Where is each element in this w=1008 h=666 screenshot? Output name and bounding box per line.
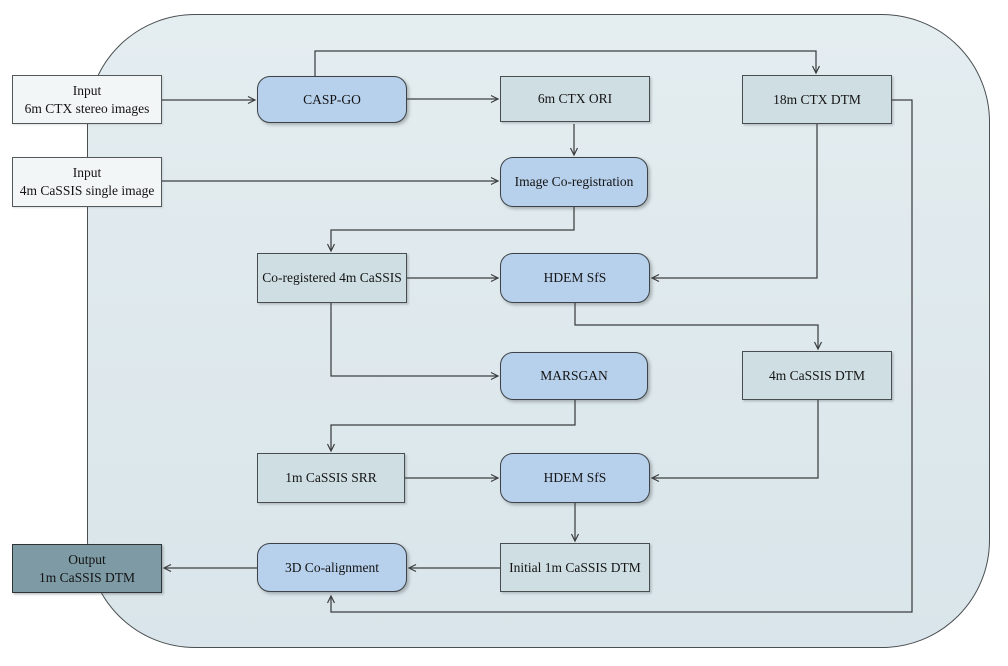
edge-ctxdtm-coalign bbox=[326, 99, 913, 613]
node-marsgan: MARSGAN bbox=[500, 352, 648, 400]
node-input-ctx-stereo: Input 6m CTX stereo images bbox=[12, 75, 162, 124]
node-label: Input 6m CTX stereo images bbox=[24, 82, 150, 116]
node-18m-ctx-dtm: 18m CTX DTM bbox=[742, 75, 892, 124]
node-hdem-sfs-lower: HDEM SfS bbox=[500, 453, 650, 503]
node-label: Image Co-registration bbox=[514, 174, 634, 190]
node-hdem-sfs-upper: HDEM SfS bbox=[500, 253, 650, 303]
node-input-cassis-single: Input 4m CaSSIS single image bbox=[12, 157, 162, 207]
node-4m-cassis-dtm: 4m CaSSIS DTM bbox=[742, 351, 892, 400]
node-label: Input 4m CaSSIS single image bbox=[19, 165, 155, 198]
node-label: 3D Co-alignment bbox=[284, 559, 380, 575]
node-label: 4m CaSSIS DTM bbox=[768, 367, 866, 383]
node-label: HDEM SfS bbox=[543, 470, 607, 486]
node-label: 6m CTX ORI bbox=[537, 91, 613, 107]
node-label: MARSGAN bbox=[540, 368, 608, 384]
node-initial-1m-cassis-dtm: Initial 1m CaSSIS DTM bbox=[500, 543, 650, 592]
node-label: 1m CaSSIS SRR bbox=[285, 470, 377, 486]
edge-caspgo-ctxdtm bbox=[314, 50, 821, 76]
node-label: HDEM SfS bbox=[543, 270, 607, 286]
node-3d-co-alignment: 3D Co-alignment bbox=[257, 543, 407, 592]
node-casp-go: CASP-GO bbox=[257, 76, 407, 123]
node-output-1m-cassis-dtm: Output 1m CaSSIS DTM bbox=[12, 544, 162, 593]
node-label: Output 1m CaSSIS DTM bbox=[38, 551, 136, 585]
node-label: 18m CTX DTM bbox=[773, 91, 861, 107]
edge-hdem1-cassisdtm bbox=[574, 303, 823, 351]
node-co-registered-4m-cassis: Co-registered 4m CaSSIS bbox=[257, 253, 407, 303]
edge-marsgan-srr bbox=[326, 400, 576, 453]
node-label: Co-registered 4m CaSSIS bbox=[262, 270, 402, 286]
node-image-co-registration: Image Co-registration bbox=[500, 157, 648, 207]
edge-coregcassis-marsgan bbox=[330, 303, 500, 381]
node-label: Initial 1m CaSSIS DTM bbox=[509, 559, 641, 575]
edge-ctxdtm-hdem1 bbox=[650, 124, 818, 283]
node-label: CASP-GO bbox=[303, 91, 361, 107]
edge-coreg-coregcassis bbox=[326, 207, 575, 253]
node-1m-cassis-srr: 1m CaSSIS SRR bbox=[257, 453, 405, 503]
node-6m-ctx-ori: 6m CTX ORI bbox=[500, 76, 650, 122]
edge-cassisdtm-hdem2 bbox=[650, 400, 819, 483]
